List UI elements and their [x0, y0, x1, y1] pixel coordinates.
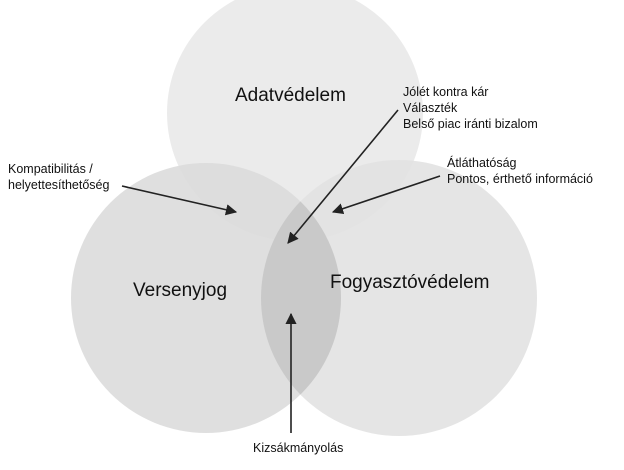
label-versenyjog: Versenyjog	[133, 280, 227, 301]
arrow-right	[331, 175, 441, 215]
label-adatvedelem: Adatvédelem	[235, 85, 346, 106]
annotation-bottom: Kizsákmányolás	[253, 440, 343, 456]
annotation-bottom-line-1: Kizsákmányolás	[253, 441, 344, 455]
annotation-top-right-line-1: Jólét kontra kár	[403, 85, 489, 99]
annotation-left: Kompatibilitás / helyettesíthetőség	[8, 161, 109, 193]
annotation-right: Átláthatóság Pontos, érthető információ	[447, 155, 593, 187]
arrow-left	[121, 185, 238, 216]
circle-versenyjog	[71, 163, 341, 433]
annotation-left-line-2: helyettesíthetőség	[8, 178, 110, 192]
annotation-top-right: Jólét kontra kár Választék Belső piac ir…	[403, 84, 538, 132]
annotation-left-line-1: Kompatibilitás /	[8, 162, 93, 176]
annotation-right-line-2: Pontos, érthető információ	[447, 172, 593, 186]
annotation-top-right-line-3: Belső piac iránti bizalom	[403, 117, 538, 131]
label-fogyasztovedelem: Fogyasztóvédelem	[330, 272, 489, 293]
annotation-right-line-1: Átláthatóság	[447, 156, 517, 170]
arrow-top-right	[287, 109, 399, 244]
annotation-top-right-line-2: Választék	[403, 101, 458, 115]
circle-fogyasztovedelem	[261, 160, 537, 436]
